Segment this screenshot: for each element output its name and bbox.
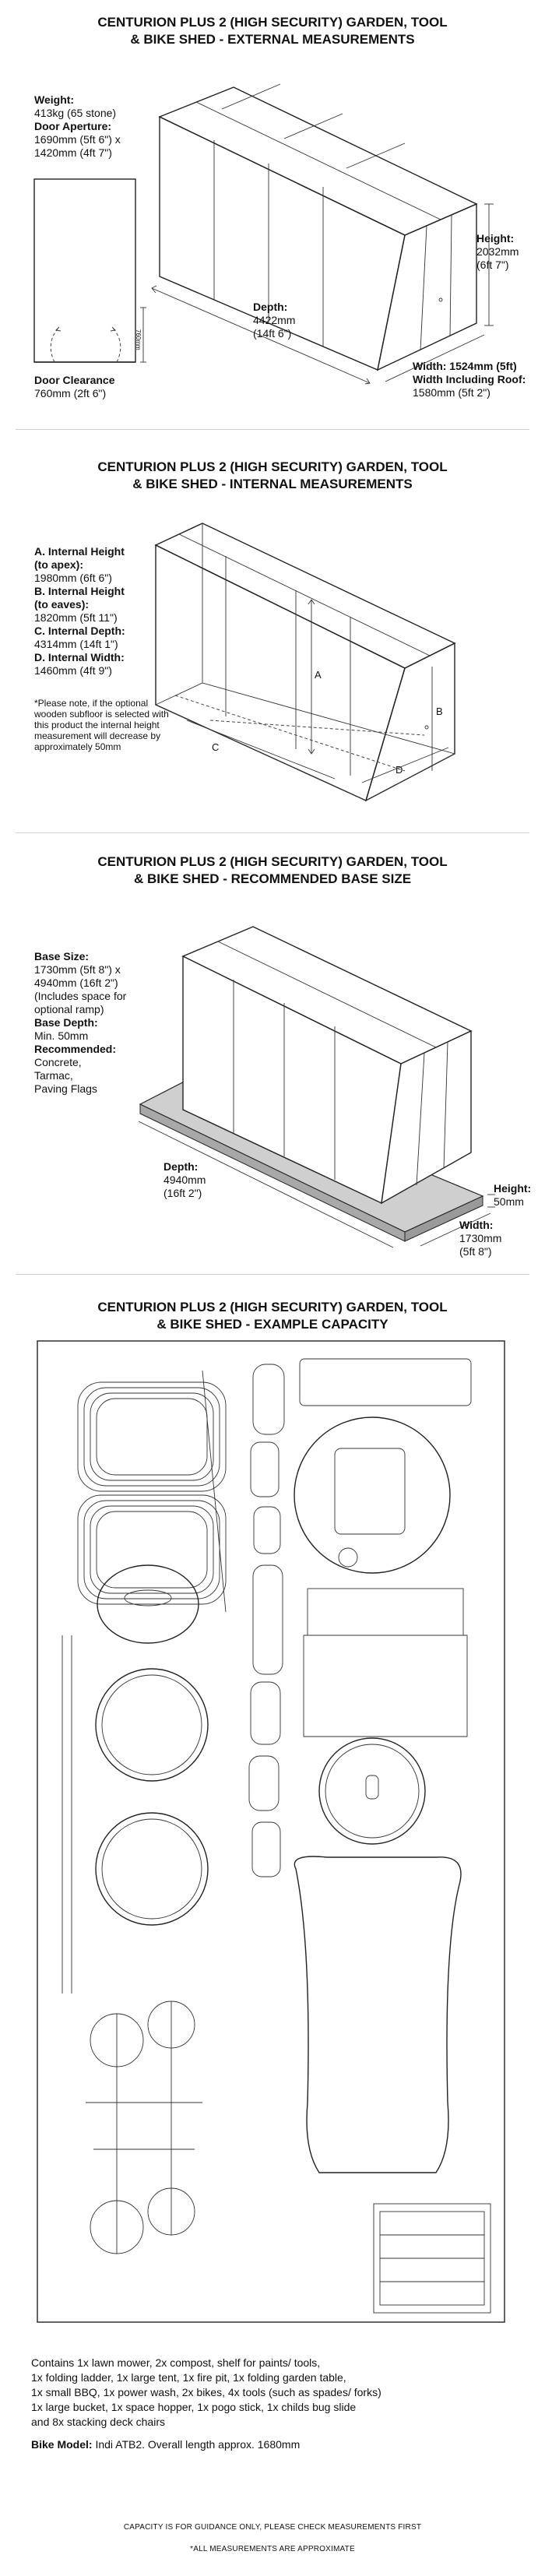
recommended-line2: Tarmac, <box>34 1069 73 1082</box>
bike-model: Bike Model: Indi ATB2. Overall length ap… <box>31 2438 301 2451</box>
height-line1: 2032mm <box>476 245 519 258</box>
base-depth-label: Base Depth: <box>34 1016 98 1029</box>
width-text: Width: 1524mm (5ft) <box>413 360 517 372</box>
recommended-line1: Concrete, <box>34 1056 82 1068</box>
weight-label: Weight: <box>34 93 75 106</box>
capacity-floor-plan <box>37 1340 505 2323</box>
letter-b: B <box>436 706 443 717</box>
base-depth-value: Min. 50mm <box>34 1029 89 1042</box>
depth-label: Depth: <box>253 301 288 313</box>
letter-c: C <box>212 741 220 753</box>
subfloor-note: *Please note, if the optional wooden sub… <box>34 698 169 752</box>
deck-chairs-stack <box>77 1370 227 1613</box>
internal-title: CENTURION PLUS 2 (HIGH SECURITY) GARDEN,… <box>97 459 448 491</box>
door-aperture-line2: 1420mm (4ft 7") <box>34 146 112 159</box>
capacity-contents: Contains 1x lawn mower, 2x compost, shel… <box>31 2356 514 2452</box>
shed-external-illustration <box>151 83 494 385</box>
internal-width-label: D. Internal Width: <box>34 651 125 663</box>
internal-height-eaves-label1: B. Internal Height <box>34 585 125 597</box>
section-divider <box>16 1274 529 1275</box>
door-aperture-line1: 1690mm (5ft 6") x <box>34 133 121 146</box>
width-roof-label: Width Including Roof: <box>413 373 526 385</box>
base-size-line1: 1730mm (5ft 8") x <box>34 963 121 976</box>
capacity-guidance-footer: CAPACITY IS FOR GUIDANCE ONLY, PLEASE CH… <box>123 2523 422 2532</box>
base-depth-dim-label: Depth: <box>164 1160 199 1173</box>
height-line2: (6ft 7") <box>476 259 509 271</box>
base-size-line4: optional ramp) <box>34 1003 104 1015</box>
recommended-line3: Paving Flags <box>34 1082 97 1095</box>
internal-height-eaves-value: 1820mm (5ft 11") <box>34 611 118 624</box>
weight-value: 413kg (65 stone) <box>34 107 117 119</box>
depth-line2: (14ft 6") <box>253 327 292 340</box>
section-divider <box>16 429 529 430</box>
external-title: CENTURION PLUS 2 (HIGH SECURITY) GARDEN,… <box>97 15 448 47</box>
door-clearance-label: Door Clearance <box>34 374 115 386</box>
recommended-label: Recommended: <box>34 1043 117 1055</box>
base-depth-dim-line2: (16ft 2") <box>164 1187 202 1199</box>
internal-depth-value: 4314mm (14ft 1") <box>34 638 118 650</box>
internal-depth-label: C. Internal Depth: <box>34 625 125 637</box>
base-height-label: Height: <box>494 1182 532 1195</box>
base-width-line2: (5ft 8") <box>459 1245 492 1258</box>
base-width-line1: 1730mm <box>459 1232 502 1244</box>
depth-line1: 4422mm <box>253 314 296 326</box>
door-clearance-value: 760mm (2ft 6") <box>34 387 107 399</box>
height-label: Height: <box>476 232 515 245</box>
letter-a: A <box>315 669 322 681</box>
door-clearance-diagram <box>33 178 146 363</box>
width-roof-value: 1580mm (5ft 2") <box>413 386 490 399</box>
shed-internal-illustration <box>154 523 456 802</box>
internal-height-eaves-label2: (to eaves): <box>34 598 90 611</box>
base-width-label: Width: <box>459 1219 494 1231</box>
base-height-value: 50mm <box>494 1195 524 1208</box>
shed-base-illustration <box>138 926 495 1248</box>
base-depth-dim-line1: 4940mm <box>164 1174 206 1186</box>
door-aperture-label: Door Aperture: <box>34 120 112 132</box>
internal-width-value: 1460mm (4ft 9") <box>34 664 112 677</box>
internal-height-apex-value: 1980mm (6ft 6") <box>34 572 112 584</box>
base-title: CENTURION PLUS 2 (HIGH SECURITY) GARDEN,… <box>97 854 448 886</box>
base-size-line3: (Includes space for <box>34 990 127 1002</box>
measurements-approximate-footer: *ALL MEASUREMENTS ARE APPROXIMATE <box>190 2545 355 2553</box>
base-size-line2: 4940mm (16ft 2") <box>34 977 118 989</box>
capacity-title: CENTURION PLUS 2 (HIGH SECURITY) GARDEN,… <box>97 1300 448 1332</box>
base-size-label: Base Size: <box>34 950 90 962</box>
internal-height-apex-label2: (to apex): <box>34 558 83 571</box>
internal-height-apex-label1: A. Internal Height <box>34 545 125 558</box>
letter-d: D <box>396 764 403 776</box>
bikes <box>86 2001 202 2254</box>
section-divider <box>16 832 529 833</box>
